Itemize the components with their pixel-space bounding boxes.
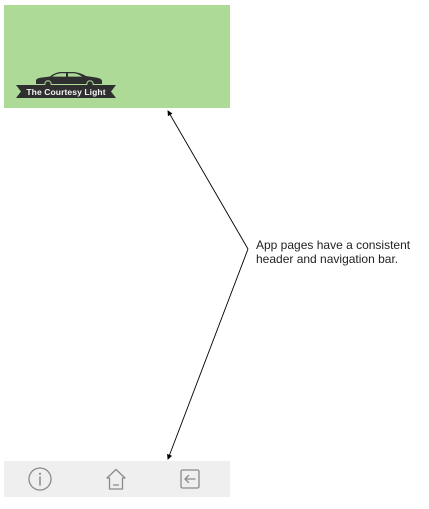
back-button[interactable]: [176, 465, 204, 493]
arrow-to-header: [167, 110, 249, 250]
home-button[interactable]: [102, 465, 130, 493]
back-icon: [180, 469, 200, 489]
navigation-bar: [4, 461, 230, 497]
app-header: The Courtesy Light: [4, 5, 230, 108]
info-icon: [28, 467, 52, 491]
info-button[interactable]: [26, 465, 54, 493]
home-icon: [106, 468, 126, 490]
logo-text: The Courtesy Light: [26, 87, 106, 97]
arrow-to-nav-bar: [167, 248, 249, 460]
car-icon: [16, 72, 116, 98]
annotation-text: App pages have a consistent header and n…: [256, 238, 411, 266]
brand-logo[interactable]: The Courtesy Light: [14, 68, 118, 98]
